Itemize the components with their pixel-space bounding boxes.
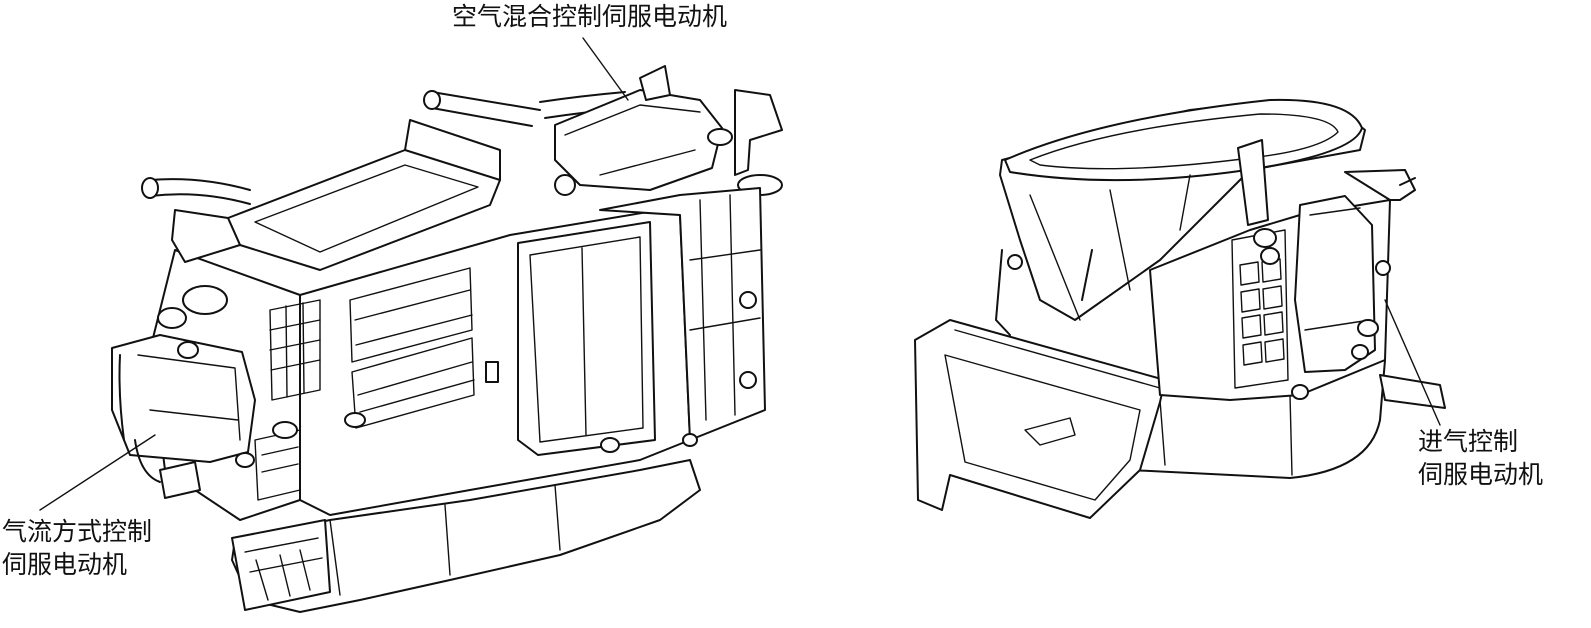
- leader-air-mix: [582, 37, 629, 101]
- label-intake-line1: 进气控制: [1418, 427, 1519, 456]
- leader-airflow-mode: [39, 434, 156, 511]
- mode-door-panel: [517, 221, 656, 456]
- label-air-mix-servo: 空气混合控制伺服电动机: [452, 0, 727, 33]
- front-outlet-duct: [231, 519, 331, 611]
- label-airflow-mode-line2: 伺服电动机: [2, 550, 128, 579]
- heater-ac-unit-drawing: [111, 65, 783, 613]
- blower-outlet-frame: [914, 319, 1166, 519]
- label-airflow-mode-line1: 气流方式控制: [2, 517, 153, 546]
- leader-intake: [1384, 299, 1441, 426]
- intake-linkage-arm: [1237, 139, 1269, 226]
- servo-connector: [159, 461, 201, 499]
- label-intake-line2: 伺服电动机: [1418, 460, 1544, 489]
- airflow-mode-servo-motor: [111, 334, 256, 463]
- heater-pipe-upper: [149, 178, 251, 205]
- unit-right-section: [599, 187, 766, 441]
- label-air-mix-servo-text: 空气混合控制伺服电动机: [452, 2, 728, 31]
- label-intake-servo: 进气控制 伺服电动机: [1418, 425, 1543, 491]
- label-airflow-mode-servo: 气流方式控制 伺服电动机: [2, 515, 152, 581]
- blower-intake-unit-drawing: [914, 98, 1446, 519]
